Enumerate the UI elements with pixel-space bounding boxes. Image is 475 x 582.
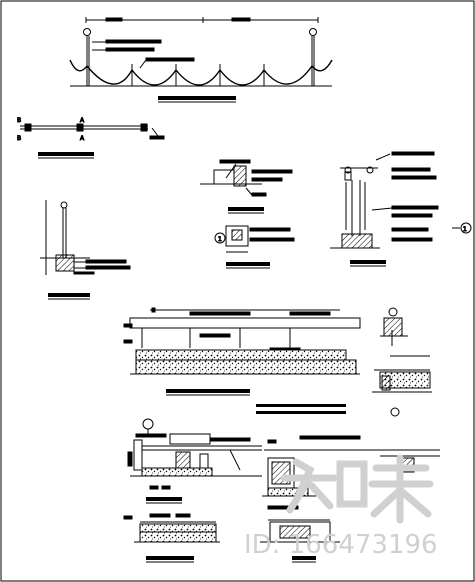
watermark-logo	[280, 454, 434, 524]
svg-text:B: B	[17, 135, 21, 142]
svg-text:A: A	[80, 117, 85, 124]
title-paving-section	[146, 556, 194, 560]
note-line	[256, 411, 346, 414]
detail-right-top	[380, 307, 408, 346]
title-section-a-a	[48, 293, 90, 297]
detail-post-plan: 1	[214, 225, 295, 253]
svg-text:A: A	[80, 135, 85, 142]
title-section-b-b	[228, 207, 264, 211]
chain-fence-elevation	[69, 17, 333, 87]
section-3-3	[260, 519, 340, 543]
fence-post	[309, 28, 317, 86]
title-long-section	[166, 389, 250, 393]
title-chain-fence-elevation	[158, 96, 236, 100]
lamp-post-elevation: 1	[330, 151, 472, 249]
title-detail-post-plan	[226, 262, 270, 266]
paving-section	[123, 513, 220, 543]
watermark: 知末 ID: 166473196	[244, 454, 438, 560]
title-section-3-3	[292, 556, 316, 560]
fence-post	[83, 28, 91, 86]
title-section-1-1	[146, 497, 182, 501]
section-1-1	[127, 418, 262, 490]
note-line	[256, 404, 346, 407]
svg-text:1: 1	[463, 226, 467, 233]
chain-fence-plan: B A B A	[17, 117, 165, 143]
section-b-b	[200, 159, 293, 197]
title-lamp-post-elevation	[350, 260, 386, 264]
title-chain-fence-plan	[38, 152, 94, 156]
long-section	[123, 307, 361, 375]
svg-text:1: 1	[218, 236, 222, 243]
svg-text:B: B	[17, 117, 21, 124]
detail-right-bottom	[372, 355, 432, 417]
watermark-id: ID: 166473196	[244, 530, 438, 560]
section-a-a	[40, 200, 131, 275]
